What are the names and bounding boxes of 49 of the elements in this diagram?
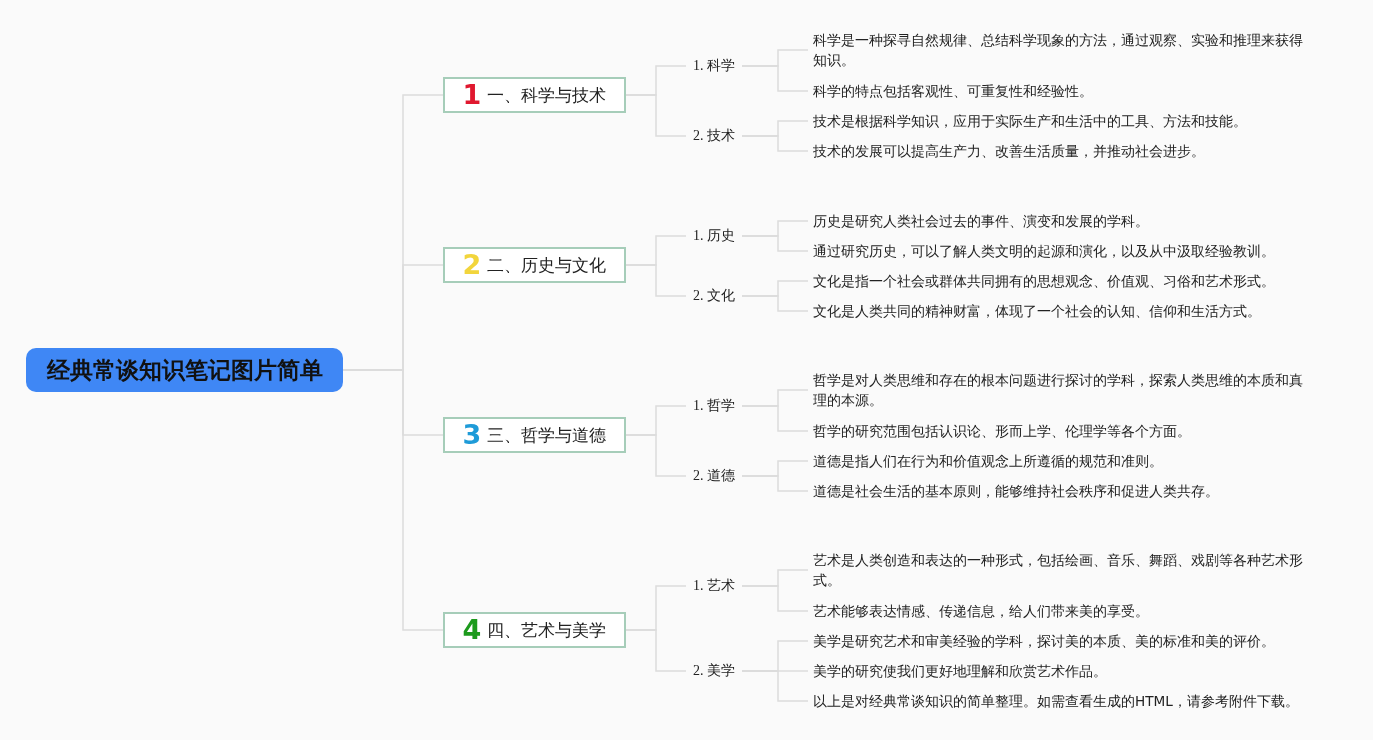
- topic-number: 3: [462, 420, 482, 450]
- topic-box: [443, 417, 626, 453]
- note-text: 通过研究历史，可以了解人类文明的起源和演化，以及从中汲取经验教训。: [813, 242, 1275, 261]
- note-text: 历史是研究人类社会过去的事件、演变和发展的学科。: [813, 212, 1149, 231]
- topic-title: 三、哲学与道德: [487, 423, 607, 447]
- note-text: 道德是社会生活的基本原则，能够维持社会秩序和促进人类共存。: [813, 482, 1219, 501]
- connector-line: [741, 475, 809, 492]
- note-text: 以上是对经典常谈知识的简单整理。如需查看生成的HTML，请参考附件下载。: [813, 692, 1299, 711]
- subtopic-label: 2. 文化: [686, 286, 742, 306]
- connector-line: [741, 405, 809, 432]
- topic-title: 二、历史与文化: [487, 253, 607, 277]
- connector-line: [625, 94, 687, 137]
- note-text: 科学是一种探寻自然规律、总结科学现象的方法，通过观察、实验和推理来获得知识。: [813, 31, 1304, 70]
- note-text: 技术是根据科学知识，应用于实际生产和生活中的工具、方法和技能。: [813, 112, 1247, 131]
- topic-number: 2: [462, 250, 482, 280]
- subtopic-label: 1. 哲学: [686, 396, 742, 416]
- connector-line: [741, 65, 809, 92]
- note-text: 技术的发展可以提高生产力、改善生活质量，并推动社会进步。: [813, 142, 1205, 161]
- connector-line: [741, 295, 809, 312]
- connector-line: [741, 235, 809, 252]
- subtopic-label: 1. 艺术: [686, 576, 742, 596]
- note-text: 科学的特点包括客观性、可重复性和经验性。: [813, 82, 1093, 101]
- connector-line: [625, 264, 687, 297]
- note-text: 艺术是人类创造和表达的一种形式，包括绘画、音乐、舞蹈、戏剧等各种艺术形式。: [813, 551, 1304, 590]
- topic-number: 1: [462, 80, 482, 110]
- note-text: 艺术能够表达情感、传递信息，给人们带来美的享受。: [813, 602, 1149, 621]
- topic-title: 四、艺术与美学: [487, 618, 607, 642]
- subtopic-label: 2. 技术: [686, 126, 742, 146]
- note-text: 哲学是对人类思维和存在的根本问题进行探讨的学科，探索人类思维的本质和真理的本源。: [813, 371, 1304, 410]
- subtopic-label: 1. 科学: [686, 56, 742, 76]
- connector-line: [741, 585, 809, 612]
- subtopic-label: 1. 历史: [686, 226, 742, 246]
- topic-number: 4: [462, 615, 482, 645]
- note-text: 道德是指人们在行为和价值观念上所遵循的规范和准则。: [813, 452, 1163, 471]
- subtopic-label: 2. 美学: [686, 661, 742, 681]
- topic-box: [443, 612, 626, 648]
- subtopic-label: 2. 道德: [686, 466, 742, 486]
- root-topic-box: 经典常谈知识笔记图片简单: [26, 348, 343, 392]
- topic-box: [443, 77, 626, 113]
- note-text: 美学是研究艺术和审美经验的学科，探讨美的本质、美的标准和美的评价。: [813, 632, 1275, 651]
- topic-title: 一、科学与技术: [487, 83, 607, 107]
- note-text: 文化是指一个社会或群体共同拥有的思想观念、价值观、习俗和艺术形式。: [813, 272, 1275, 291]
- connector-line: [741, 135, 809, 152]
- note-text: 文化是人类共同的精神财富，体现了一个社会的认知、信仰和生活方式。: [813, 302, 1261, 321]
- connector-line: [625, 434, 687, 477]
- connector-line: [625, 629, 687, 672]
- note-text: 美学的研究使我们更好地理解和欣赏艺术作品。: [813, 662, 1107, 681]
- topic-box: [443, 247, 626, 283]
- note-text: 哲学的研究范围包括认识论、形而上学、伦理学等各个方面。: [813, 422, 1191, 441]
